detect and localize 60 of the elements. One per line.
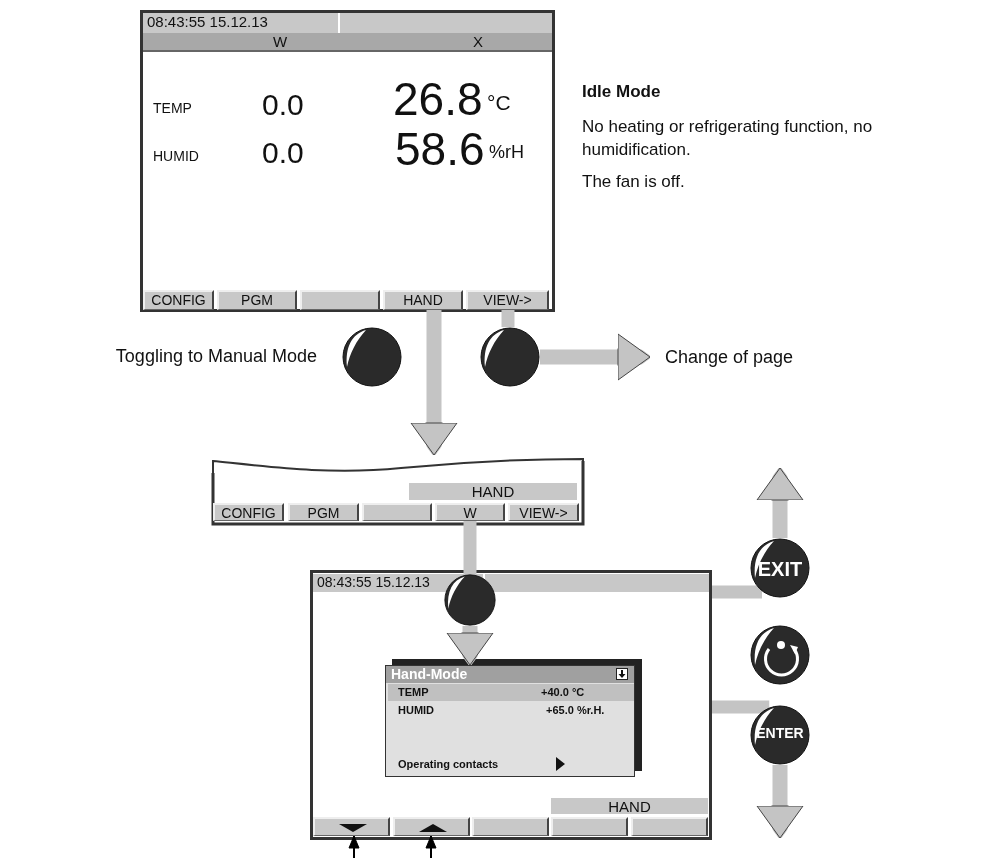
softkey [631,817,708,836]
parameter-label: HUMID [398,704,435,716]
block-arrow [756,765,804,839]
unit-label: %rH [489,142,524,163]
mode-bar: HAND [409,483,577,500]
softkey [472,817,549,836]
enter-button: ENTER [750,705,810,765]
block-arrow [410,310,458,456]
rotary-knob [750,625,810,685]
parameter-label: TEMP [153,100,192,116]
status-bar: 08:43:55 15.12.13 [143,13,552,33]
connector-bar [463,521,477,574]
softkey [313,817,390,836]
knob-button [480,327,540,387]
connector-bar [712,585,762,599]
mode-bar: HAND [551,798,708,814]
knob-button [342,327,402,387]
action-label: Change of page [650,343,830,371]
parameter-value: +65.0 %r.H. [546,704,605,716]
softkey: PGM [217,290,297,310]
heading: Idle Mode [582,82,661,102]
screen-excerpt [211,455,585,526]
block-arrow [756,467,804,538]
description-text: No heating or refrigerating function, no humidification. [582,116,874,161]
column-heading: X [473,33,483,50]
parameter-label: TEMP [398,686,429,698]
description-text: The fan is off. [582,172,685,192]
column-header-bar [143,33,552,52]
column-heading: W [273,33,288,50]
softkey: PGM [288,503,359,521]
selected-row [388,684,634,701]
setpoint-value: 0.0 [262,88,304,122]
parameter-label: HUMID [153,148,199,164]
softkey [300,290,380,310]
arrow [348,835,360,859]
softkey [393,817,470,836]
softkey: CONFIG [143,290,214,310]
arrow [425,835,437,859]
dialog-title: Hand-Mode [391,666,468,682]
softkey [551,817,628,836]
softkey [362,503,432,521]
block-arrow [446,626,494,666]
softkey: VIEW-> [508,503,579,521]
softkey: HAND [383,290,463,310]
softkey: CONFIG [213,503,284,521]
setpoint-value: 0.0 [262,136,304,170]
caption-text: Toggling to Manual Mode [115,346,317,367]
block-arrow [540,333,651,381]
connector-bar [501,310,515,328]
unit-label: °C [487,91,511,115]
connector-bar [712,700,770,714]
softkey: VIEW-> [466,290,549,310]
display-screen [310,570,712,840]
softkey: W [435,503,505,521]
menu-item: Operating contacts [398,758,499,770]
status-bar: 08:43:55 15.12.13 [313,574,709,592]
knob-button [444,574,496,626]
exit-button: EXIT [750,538,810,598]
display-screen [140,10,555,312]
parameter-value: +40.0 °C [541,686,585,698]
